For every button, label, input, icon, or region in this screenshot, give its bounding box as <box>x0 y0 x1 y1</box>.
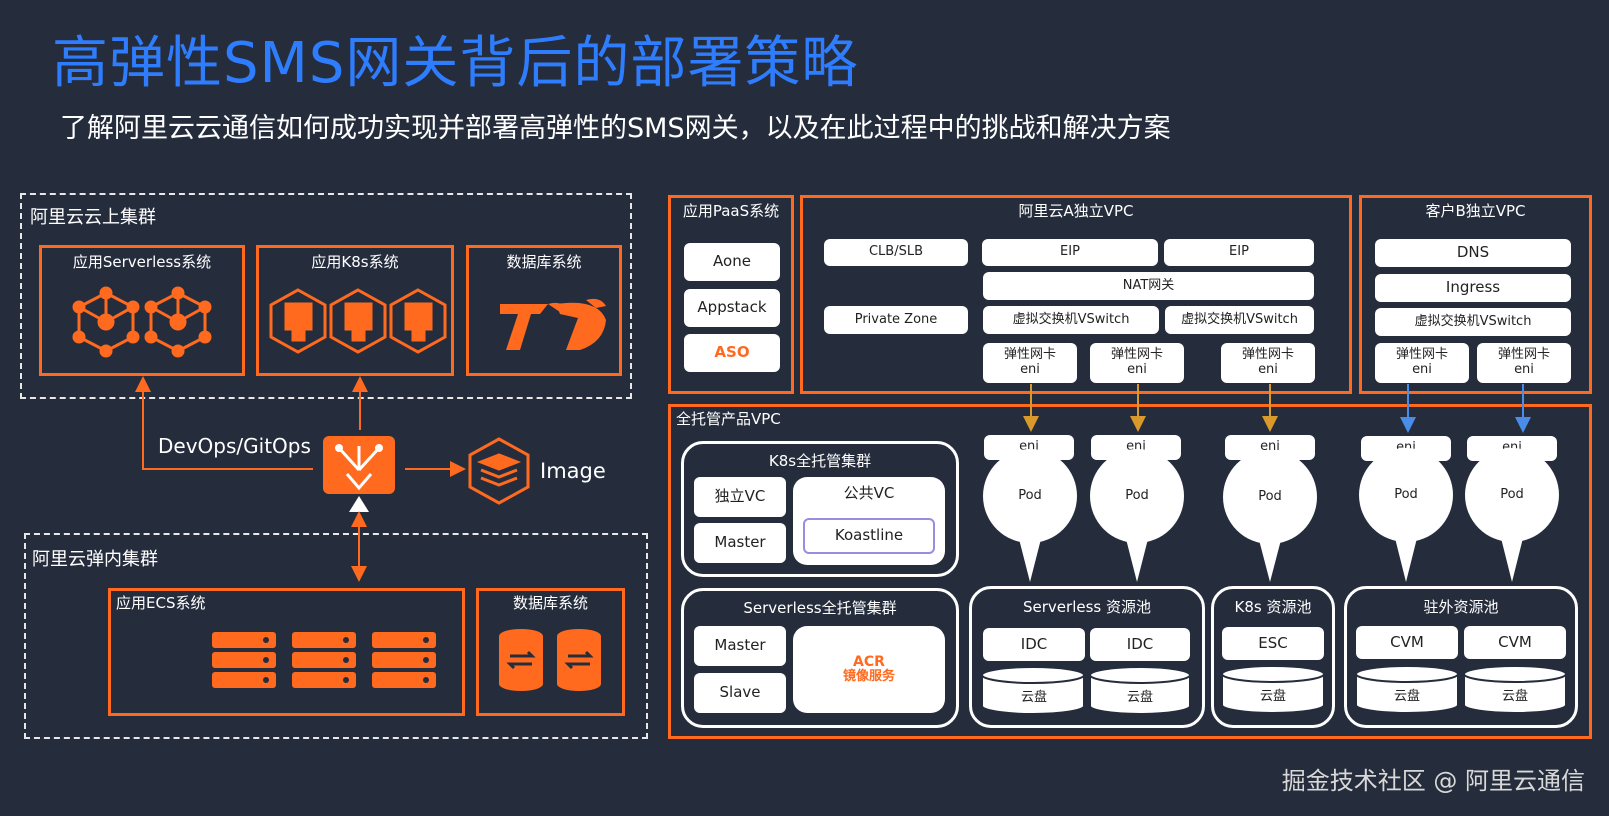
vpc-b-box <box>1359 195 1592 394</box>
eip-node-1[interactable]: EIP <box>982 239 1158 266</box>
eni-card-b1[interactable]: 弹性网卡 eni <box>1375 343 1469 383</box>
serverless-pool-box <box>969 586 1205 728</box>
devops-pipeline-icon <box>323 436 395 512</box>
external-pool-box <box>1344 586 1578 728</box>
acr-service-label: 镜像服务 <box>842 669 895 685</box>
page-title: 高弹性SMS网关背后的部署策略 <box>52 31 859 96</box>
k8s-pool-label: K8s 资源池 <box>1234 598 1312 616</box>
k8s-cube-icon <box>389 288 447 354</box>
database-system-box <box>466 245 622 376</box>
serverless-slave-node[interactable]: Slave <box>694 673 786 713</box>
paas-system-label: 应用PaaS系统 <box>682 202 780 220</box>
eip-node-2[interactable]: EIP <box>1164 239 1314 266</box>
eni-card-a2[interactable]: 弹性网卡 eni <box>1090 343 1184 383</box>
elastic-cluster-label: 阿里云弹内集群 <box>32 549 158 570</box>
database-system2-box <box>476 588 625 716</box>
paas-item-aso[interactable]: ASO <box>684 334 780 372</box>
idc-node-1[interactable]: IDC <box>983 628 1085 661</box>
image-label: Image <box>540 459 606 483</box>
clb-slb-node[interactable]: CLB/SLB <box>824 239 968 266</box>
pod-label-1: Pod <box>1018 488 1042 503</box>
pod-label-4: Pod <box>1394 487 1418 502</box>
vswitch-node-b[interactable]: 虚拟交换机VSwitch <box>1375 308 1571 336</box>
elastic-cluster-box <box>24 533 648 739</box>
server-stack-icon <box>292 632 356 688</box>
k8s-system-box <box>256 245 454 376</box>
eni-card-a1[interactable]: 弹性网卡 eni <box>983 343 1077 383</box>
serverless-network-icon <box>72 286 140 358</box>
database-sync-icon <box>557 629 601 691</box>
koastline-node[interactable]: Koastline <box>803 518 935 554</box>
serverless-master-node[interactable]: Master <box>694 626 786 666</box>
ecs-system-label: 应用ECS系统 <box>116 594 206 612</box>
public-vc-label: 公共VC <box>843 484 895 502</box>
paas-item-aone[interactable]: Aone <box>684 243 780 281</box>
k8s-cube-icon <box>329 288 387 354</box>
serverless-system-box <box>39 245 245 376</box>
k8s-cube-icon <box>269 288 327 354</box>
cloud-disk-1[interactable]: 云盘 <box>1020 690 1047 705</box>
k8s-managed-cluster-box <box>681 441 959 577</box>
paas-system-box <box>668 195 794 394</box>
serverless-system-label: 应用Serverless系统 <box>72 253 212 271</box>
cloud-cluster-box <box>20 193 632 399</box>
managed-vpc-label: 全托管产品VPC <box>676 410 781 428</box>
dns-node[interactable]: DNS <box>1375 239 1571 267</box>
ecs-system-box <box>108 588 465 716</box>
devops-label: DevOps/GitOps <box>158 434 311 458</box>
database-logo-icon <box>556 298 606 350</box>
image-layers-icon <box>468 437 530 505</box>
serverless-managed-cluster-label: Serverless全托管集群 <box>743 599 897 617</box>
vswitch-node-2[interactable]: 虚拟交换机VSwitch <box>1165 306 1314 334</box>
eni-card-b2[interactable]: 弹性网卡 eni <box>1477 343 1571 383</box>
external-pool-label: 驻外资源池 <box>1423 598 1499 616</box>
pod-label-2: Pod <box>1125 488 1149 503</box>
cloud-disk-3[interactable]: 云盘 <box>1259 689 1286 704</box>
independent-vc-node[interactable]: 独立VC <box>694 477 786 517</box>
k8s-pool-box <box>1211 586 1335 728</box>
private-zone-node[interactable]: Private Zone <box>824 306 968 334</box>
watermark: 掘金技术社区 @ 阿里云通信 <box>1281 767 1585 795</box>
vswitch-node-1[interactable]: 虚拟交换机VSwitch <box>983 306 1159 334</box>
serverless-network-icon <box>144 286 212 358</box>
eni-card-a3[interactable]: 弹性网卡 eni <box>1221 343 1315 383</box>
ingress-node[interactable]: Ingress <box>1375 274 1571 302</box>
cloud-disk-5[interactable]: 云盘 <box>1501 689 1528 704</box>
k8s-master-node[interactable]: Master <box>694 523 786 563</box>
vpc-a-label: 阿里云A独立VPC <box>1018 202 1134 220</box>
cloud-cluster-label: 阿里云云上集群 <box>30 207 156 228</box>
vpc-b-label: 客户B独立VPC <box>1425 202 1526 220</box>
k8s-system-label: 应用K8s系统 <box>311 253 399 271</box>
esc-node[interactable]: ESC <box>1222 627 1324 660</box>
page-subtitle: 了解阿里云云通信如何成功实现并部署高弹性的SMS网关，以及在此过程中的挑战和解决… <box>60 113 1171 144</box>
k8s-managed-cluster-label: K8s全托管集群 <box>768 452 872 470</box>
idc-node-2[interactable]: IDC <box>1090 628 1190 661</box>
database-system-label: 数据库系统 <box>506 253 582 271</box>
acr-label: ACR <box>853 653 885 670</box>
left-flow-arrows <box>135 376 466 582</box>
cloud-disk-4[interactable]: 云盘 <box>1393 689 1420 704</box>
server-stack-icon <box>372 632 436 688</box>
database-sync-icon <box>499 629 543 691</box>
nat-gateway-node[interactable]: NAT网关 <box>983 272 1314 300</box>
cvm-node-2[interactable]: CVM <box>1464 626 1566 659</box>
vpc-a-box <box>800 195 1352 394</box>
server-stack-icon <box>212 632 276 688</box>
serverless-managed-cluster-box <box>681 588 959 728</box>
pod-label-5: Pod <box>1500 487 1524 502</box>
serverless-pool-label: Serverless 资源池 <box>1023 598 1151 616</box>
acr-image-service-node[interactable]: ACR 镜像服务 <box>793 626 945 713</box>
paas-item-appstack[interactable]: Appstack <box>684 289 780 327</box>
cloud-disk-2[interactable]: 云盘 <box>1126 690 1153 705</box>
pod-label-3: Pod <box>1258 489 1282 504</box>
cvm-node-1[interactable]: CVM <box>1356 626 1458 659</box>
database-system2-label: 数据库系统 <box>512 594 588 612</box>
managed-vpc-box <box>668 404 1592 739</box>
